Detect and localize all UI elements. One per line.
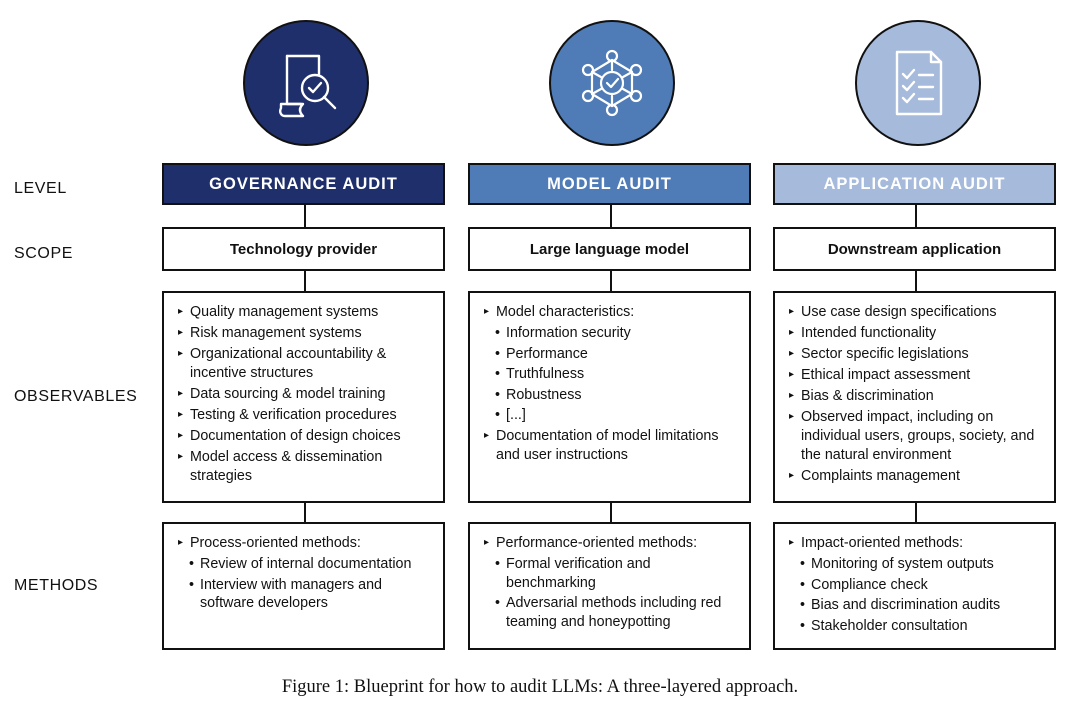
observable-item: Organizational accountability & incentiv…	[178, 345, 433, 382]
method-subitem: Bias and discrimination audits	[789, 596, 1044, 615]
observable-item: Risk management systems	[178, 324, 433, 343]
observable-item: Ethical impact assessment	[789, 366, 1044, 385]
method-subitem: Interview with managers and software dev…	[178, 576, 433, 613]
observable-item: Model access & dissemination strategies	[178, 448, 433, 485]
methods-model: Performance-oriented methods: Formal ver…	[468, 522, 751, 650]
observables-governance: Quality management systems Risk manageme…	[162, 291, 445, 503]
checklist-icon	[895, 50, 943, 116]
methods-application: Impact-oriented methods: Monitoring of s…	[773, 522, 1056, 650]
governance-icon-circle	[243, 20, 369, 146]
observable-item: Intended functionality	[789, 324, 1044, 343]
connector-line	[915, 205, 917, 229]
observable-item: Documentation of model limitations and u…	[484, 427, 739, 464]
observable-subitem: [...]	[484, 406, 739, 425]
method-subitem: Formal verification and benchmarking	[484, 555, 739, 592]
connector-line	[304, 501, 306, 524]
methods-governance: Process-oriented methods: Review of inte…	[162, 522, 445, 650]
observable-item: Documentation of design choices	[178, 427, 433, 446]
observable-subitem: Robustness	[484, 386, 739, 405]
connector-line	[915, 270, 917, 293]
observables-model: Model characteristics: Information secur…	[468, 291, 751, 503]
connector-line	[610, 501, 612, 524]
method-subitem: Monitoring of system outputs	[789, 555, 1044, 574]
observable-item: Model characteristics:	[484, 303, 739, 322]
level-governance-audit: GOVERNANCE AUDIT	[162, 163, 445, 205]
document-magnifier-icon	[279, 54, 337, 118]
row-label-level: LEVEL	[14, 180, 67, 197]
observable-item: Testing & verification procedures	[178, 406, 433, 425]
observable-item: Quality management systems	[178, 303, 433, 322]
scope-technology-provider: Technology provider	[162, 227, 445, 271]
figure-caption: Figure 1: Blueprint for how to audit LLM…	[281, 677, 799, 697]
connector-line	[610, 205, 612, 229]
observable-subitem: Truthfulness	[484, 365, 739, 384]
method-item: Impact-oriented methods:	[789, 534, 1044, 553]
method-subitem: Adversarial methods including red teamin…	[484, 594, 739, 631]
model-icon-circle	[549, 20, 675, 146]
network-nodes-icon	[581, 49, 643, 117]
connector-line	[304, 205, 306, 229]
method-item: Performance-oriented methods:	[484, 534, 739, 553]
connector-line	[304, 270, 306, 293]
method-subitem: Compliance check	[789, 576, 1044, 595]
observable-item: Data sourcing & model training	[178, 385, 433, 404]
observable-item: Use case design specifications	[789, 303, 1044, 322]
method-subitem: Review of internal documentation	[178, 555, 433, 574]
observable-item: Complaints management	[789, 467, 1044, 486]
connector-line	[610, 270, 612, 293]
application-icon-circle	[855, 20, 981, 146]
observable-subitem: Information security	[484, 324, 739, 343]
connector-line	[915, 501, 917, 524]
observables-application: Use case design specifications Intended …	[773, 291, 1056, 503]
observable-item: Bias & discrimination	[789, 387, 1044, 406]
observable-subitem: Performance	[484, 345, 739, 364]
level-model-audit: MODEL AUDIT	[468, 163, 751, 205]
method-item: Process-oriented methods:	[178, 534, 433, 553]
row-label-scope: SCOPE	[14, 245, 74, 262]
method-subitem: Stakeholder consultation	[789, 617, 1044, 636]
scope-downstream-application: Downstream application	[773, 227, 1056, 271]
row-label-methods: METHODS	[14, 577, 99, 594]
observable-item: Sector specific legislations	[789, 345, 1044, 364]
row-label-observables: OBSERVABLES	[14, 388, 138, 405]
scope-large-language-model: Large language model	[468, 227, 751, 271]
level-application-audit: APPLICATION AUDIT	[773, 163, 1056, 205]
observable-item: Observed impact, including on individual…	[789, 408, 1044, 464]
